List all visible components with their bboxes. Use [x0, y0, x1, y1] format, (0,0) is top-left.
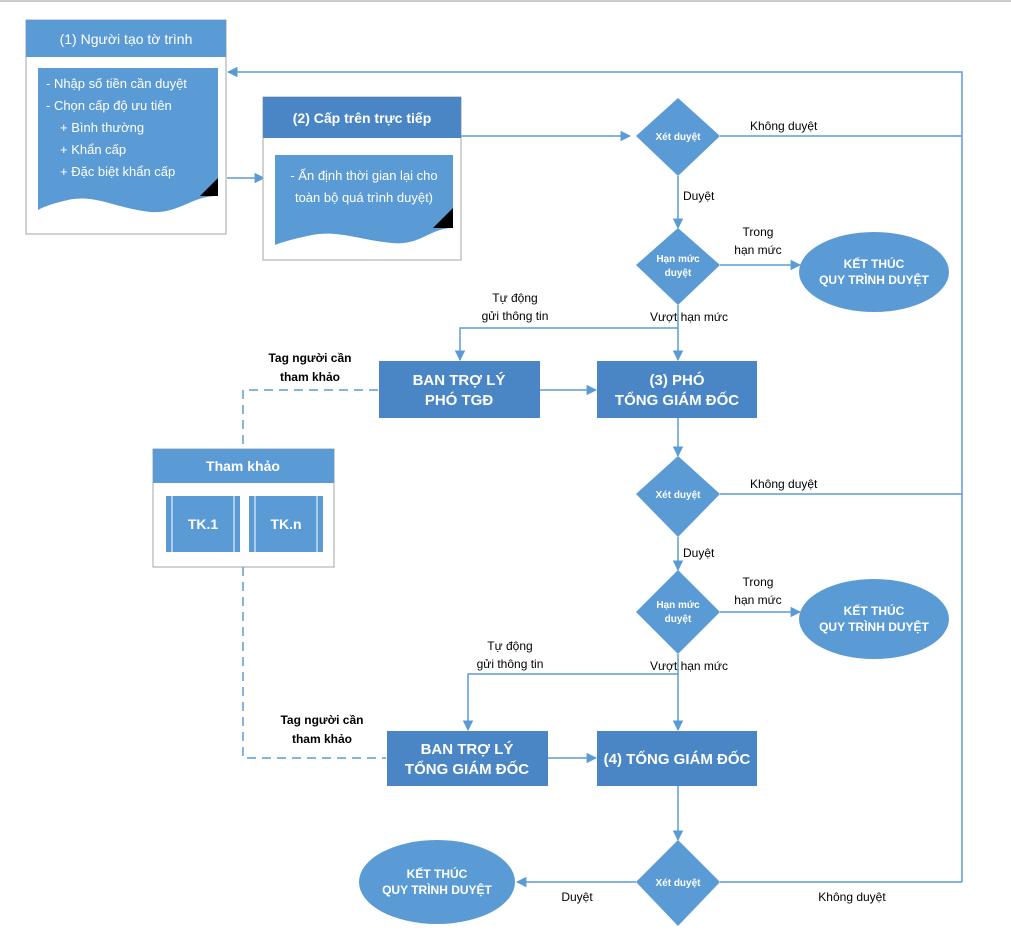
step1-line-5: + Đặc biệt khẩn cấp: [60, 164, 175, 179]
label-approved-3: Duyệt: [561, 890, 593, 904]
label-not-approved-1: Không duyệt: [750, 119, 818, 133]
review-decision-1: Xét duyệt: [636, 98, 720, 176]
svg-text:BAN TRỢ LÝ: BAN TRỢ LÝ: [421, 740, 514, 758]
step1-line-3: + Bình thường: [60, 120, 144, 135]
label-auto-2b: gửi thông tin: [477, 657, 544, 671]
svg-text:(4) TỔNG GIÁM ĐỐC: (4) TỔNG GIÁM ĐỐC: [604, 750, 751, 768]
label-tag-1b: tham khảo: [280, 370, 340, 384]
label-approved-2: Duyệt: [683, 546, 715, 560]
svg-text:TỔNG GIÁM ĐỐC: TỔNG GIÁM ĐỐC: [615, 391, 739, 409]
label-tag-2b: tham khảo: [292, 732, 352, 746]
svg-text:Xét duyệt: Xét duyệt: [655, 490, 701, 501]
reference-links: [242, 389, 386, 759]
svg-text:QUY TRÌNH DUYỆT: QUY TRÌNH DUYỆT: [819, 272, 929, 287]
label-over-limit-2: Vượt hạn mức: [650, 659, 728, 673]
label-tag-2a: Tag người cần: [280, 713, 363, 727]
assistant-deputy-box: BAN TRỢ LÝ PHÓ TGĐ: [379, 361, 540, 418]
svg-text:KẾT THÚC: KẾT THÚC: [844, 256, 905, 271]
step2-title: (2) Cấp trên trực tiếp: [293, 110, 432, 126]
label-within-1a: Trong: [743, 225, 774, 239]
label-auto-1b: gửi thông tin: [482, 309, 549, 323]
end-node-3: KẾT THÚC QUY TRÌNH DUYỆT: [359, 840, 515, 924]
svg-text:duyệt: duyệt: [665, 614, 692, 625]
assistant-ceo-box: BAN TRỢ LÝ TỔNG GIÁM ĐỐC: [387, 731, 548, 786]
svg-text:KẾT THÚC: KẾT THÚC: [844, 603, 905, 618]
label-over-limit-1: Vượt hạn mức: [650, 310, 728, 324]
step2-line-2: toàn bộ quá trình duyệt): [295, 190, 433, 205]
svg-text:QUY TRÌNH DUYỆT: QUY TRÌNH DUYỆT: [382, 882, 492, 897]
svg-text:KẾT THÚC: KẾT THÚC: [407, 866, 468, 881]
label-within-2b: hạn mức: [734, 593, 781, 607]
step1-line-4: + Khẩn cấp: [60, 142, 126, 157]
step4-ceo-box: (4) TỔNG GIÁM ĐỐC: [597, 731, 757, 786]
reference-title: Tham khảo: [206, 458, 280, 474]
label-not-approved-2: Không duyệt: [750, 477, 818, 491]
step1-line-2: - Chọn cấp độ ưu tiên: [46, 98, 172, 113]
svg-text:(3) PHÓ: (3) PHÓ: [649, 371, 704, 389]
label-within-2a: Trong: [743, 575, 774, 589]
end-node-1: KẾT THÚC QUY TRÌNH DUYỆT: [799, 232, 949, 312]
svg-text:Xét duyệt: Xét duyệt: [655, 878, 701, 889]
step2-direct-supervisor: (2) Cấp trên trực tiếp - Ấn định thời gi…: [262, 96, 462, 261]
connectors: [226, 66, 963, 888]
edge-labels: Không duyệt Duyệt Trong hạn mức Vượt hạn…: [268, 119, 886, 904]
svg-text:TỔNG GIÁM ĐỐC: TỔNG GIÁM ĐỐC: [405, 760, 529, 778]
svg-text:Hạn mức: Hạn mức: [656, 600, 700, 611]
svg-text:BAN TRỢ LÝ: BAN TRỢ LÝ: [413, 371, 506, 389]
step3-deputy-ceo-box: (3) PHÓ TỔNG GIÁM ĐỐC: [597, 361, 757, 418]
limit-decision-2: Hạn mức duyệt: [636, 570, 720, 654]
reference-item-1: TK.1: [188, 516, 219, 532]
step1-line-1: - Nhập số tiền cần duyệt: [46, 76, 187, 91]
label-not-approved-3: Không duyệt: [818, 890, 886, 904]
step2-line-1: - Ấn định thời gian lại cho: [290, 168, 437, 183]
review-decision-2: Xét duyệt: [636, 456, 720, 537]
label-auto-2a: Tự động: [487, 639, 532, 653]
reference-item-2: TK.n: [270, 516, 301, 532]
review-decision-3: Xét duyệt: [636, 840, 720, 926]
label-tag-1a: Tag người cần: [268, 351, 351, 365]
svg-text:duyệt: duyệt: [665, 268, 692, 279]
label-approved-1: Duyệt: [683, 189, 715, 203]
svg-text:Hạn mức: Hạn mức: [656, 254, 700, 265]
label-auto-1a: Tự động: [492, 291, 537, 305]
step1-creator: (1) Người tạo tờ trình - Nhập số tiền cầ…: [25, 19, 227, 235]
limit-decision-1: Hạn mức duyệt: [636, 228, 720, 305]
svg-text:Xét duyệt: Xét duyệt: [655, 132, 701, 143]
svg-text:QUY TRÌNH DUYỆT: QUY TRÌNH DUYỆT: [819, 619, 929, 634]
label-within-1b: hạn mức: [734, 243, 781, 257]
step1-title: (1) Người tạo tờ trình: [60, 31, 193, 47]
svg-text:PHÓ TGĐ: PHÓ TGĐ: [425, 391, 494, 409]
reference-box: Tham khảo TK.1 TK.n: [152, 448, 335, 568]
end-node-2: KẾT THÚC QUY TRÌNH DUYỆT: [799, 579, 949, 659]
